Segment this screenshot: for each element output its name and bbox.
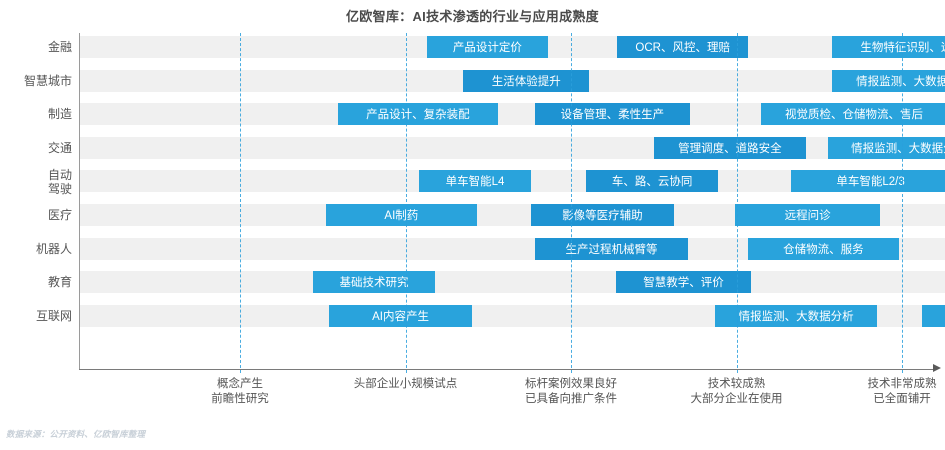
x-axis-arrow-icon [933,364,941,372]
y-axis-label-金融: 金融 [0,40,72,54]
gridline-2 [571,33,572,373]
y-axis-label-line: 互联网 [35,308,72,323]
y-axis-line [79,33,80,370]
chart-bar[interactable]: 基础技术研究 [312,271,436,294]
chart-bar[interactable]: 管理调度、道路安全 [653,136,806,159]
x-axis-tick-line: 概念产生 [217,378,263,390]
gridline-1 [405,33,407,373]
chart-plot-area: 产品设计定价OCR、风控、理赔生物特征识别、远程办事、客服生活体验提升情报监测、… [80,33,945,363]
chart-bar[interactable]: 单车智能L4 [418,170,532,193]
x-axis-tick-line: 已全面铺开 [873,393,931,405]
chart-bar[interactable]: 仓储物流、服务 [748,237,899,260]
chart-bar[interactable]: 产品设计定价 [427,36,548,58]
chart-bar[interactable]: 单车智能L2/3 [791,170,945,193]
x-axis-tick-label: 技术非常成熟已全面铺开 [817,377,945,407]
y-axis-label-机器人: 机器人 [0,242,72,256]
y-axis-label-line: 金融 [47,40,72,54]
chart-row-band [80,136,945,159]
y-axis-label-医疗: 医疗 [0,208,72,222]
y-axis-label-自动驾驶: 自动驾驶 [0,168,72,196]
chart-row-band [80,103,945,126]
chart-row-band [80,237,945,260]
chart-bar[interactable]: 视觉质检、仓储物流、售后 [761,103,945,126]
chart-bar[interactable]: AI内容产生 [329,304,472,327]
chart-bar[interactable]: 生物特征识别、远程办事、客服 [832,36,945,58]
chart-bar[interactable]: 远程问诊 [734,204,881,226]
chart-row-band [80,271,945,294]
x-axis-tick-line: 技术非常成熟 [867,378,937,390]
y-axis-label-line: 医疗 [47,208,72,222]
y-axis-label-line: 教育 [47,275,72,290]
x-axis-tick-line: 大部分企业在使用 [690,393,783,405]
chart-bar[interactable]: AI制药 [326,204,477,226]
x-axis-tick-label: 技术较成熟大部分企业在使用 [652,377,822,407]
y-axis-label-互联网: 互联网 [0,309,72,323]
y-axis-label-line: 自动 [47,168,72,183]
chart-bar[interactable]: 情报监测、大数据分析 [714,304,878,327]
y-axis-label-制造: 制造 [0,107,72,121]
x-axis-tick-line: 标杆案例效果良好 [525,378,617,390]
chart-bar[interactable]: 生产过程机械臂等 [534,237,689,260]
source-note: 数据来源：公开资料、亿欧智库整理 [6,429,146,439]
gridline-4 [902,33,903,373]
x-axis-tick-line: 前瞻性研究 [211,393,269,405]
y-axis-label-教育: 教育 [0,275,72,289]
chart-bar[interactable]: 产品设计、复杂装配 [337,103,499,126]
x-axis-tick-label: 标杆案例效果良好已具备向推广条件 [486,377,656,407]
chart-bar[interactable]: 车、路、云协同 [585,170,719,193]
x-axis-tick-line: 头部企业小规模试点 [353,378,458,390]
chart-bar[interactable]: 情报监测、大数据分析 [827,136,945,159]
chart-bar[interactable]: 智慧教学、评价 [615,271,752,294]
y-axis-label-line: 交通 [47,140,72,155]
x-axis-line [79,369,935,370]
chart-bar[interactable]: 情报监测、大数据分析 [832,69,945,92]
chart-bar[interactable]: 影像等医疗辅助 [531,204,674,226]
x-axis-tick-line: 技术较成熟 [707,378,766,390]
y-axis-label-交通: 交通 [0,141,72,155]
x-axis-tick-label: 头部企业小规模试点 [321,377,491,392]
chart-row-band [80,204,945,226]
page-title: 亿欧智库：AI技术渗透的行业与应用成熟度 [345,9,599,24]
chart-bar[interactable]: 生活体验提升 [463,69,590,92]
y-axis-label-line: 制造 [47,107,72,122]
y-axis-label-line: 机器人 [35,241,72,256]
y-axis-label-line: 智慧城市 [23,73,72,88]
y-axis-label-智慧城市: 智慧城市 [0,74,72,88]
chart-bar[interactable]: 设备管理、柔性生产 [534,103,691,126]
gridline-3 [736,33,738,373]
x-axis-tick-label: 概念产生前瞻性研究 [155,377,325,407]
chart-bar[interactable]: 客户触达、智慧营销 [921,304,945,327]
x-axis-tick-line: 已具备向推广条件 [525,393,617,405]
gridline-0 [240,33,241,373]
y-axis-label-line: 驾驶 [47,182,72,197]
chart-bar[interactable]: OCR、风控、理赔 [617,36,749,58]
